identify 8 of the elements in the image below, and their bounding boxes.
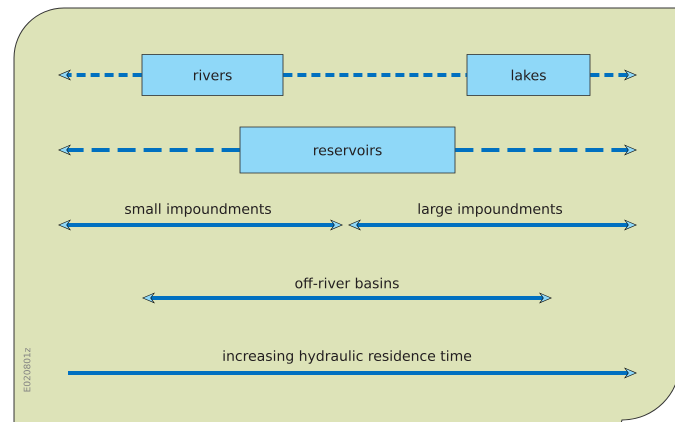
- range-label: off-river basins: [295, 278, 399, 288]
- process-box: reservoirs: [240, 126, 456, 174]
- figure-id: E020801z: [24, 348, 30, 392]
- range-label: large impoundments: [418, 203, 562, 217]
- range-label: small impoundments: [125, 203, 271, 217]
- process-box: rivers: [142, 54, 284, 96]
- range-label: increasing hydraulic residence time: [223, 350, 472, 364]
- process-box: lakes: [466, 54, 590, 96]
